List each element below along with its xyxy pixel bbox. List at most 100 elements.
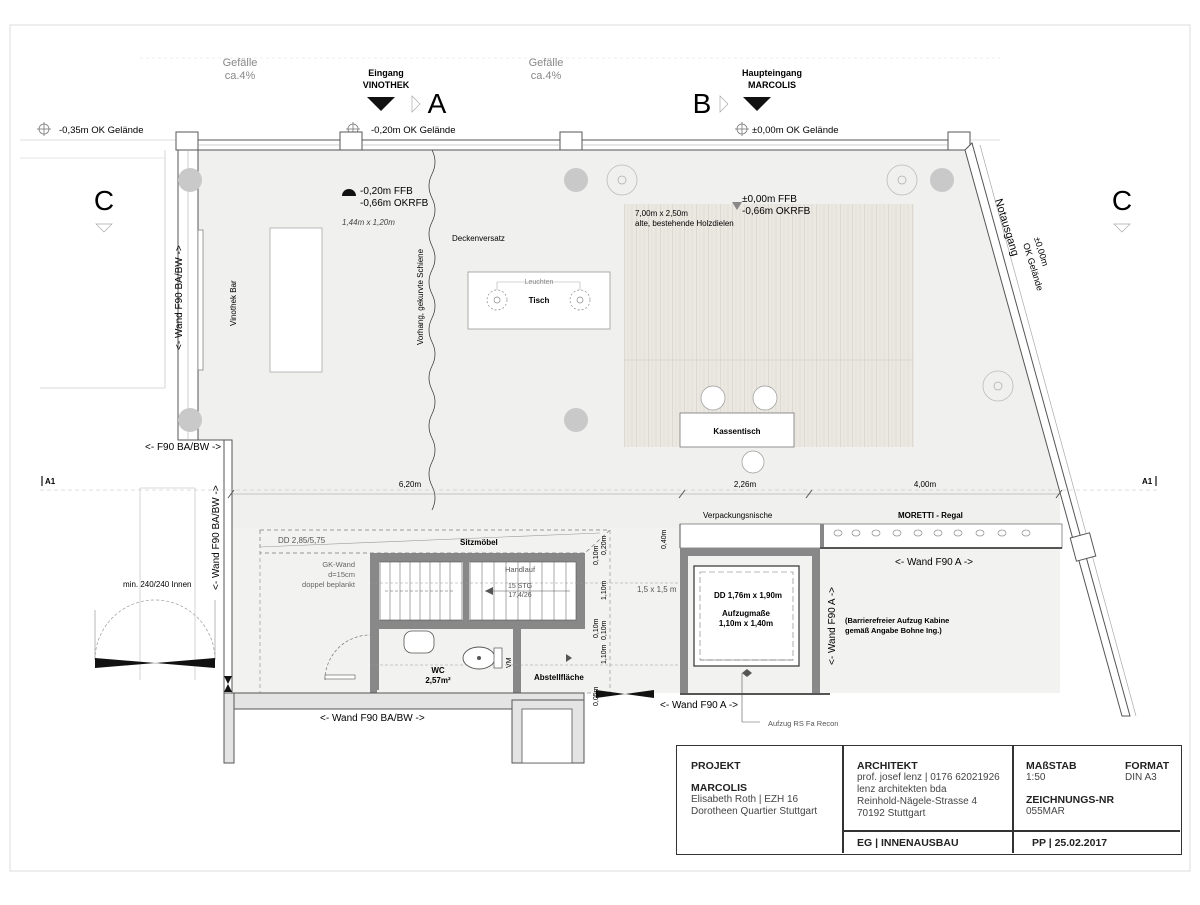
lift-door-label: DD 1,76m x 1,90m xyxy=(714,591,782,600)
table-label: Tisch xyxy=(529,296,550,305)
facade-wall-right xyxy=(964,142,1131,717)
floor-note: 7,00m x 2,50m xyxy=(635,209,688,218)
scale-block: MAßSTAB 1:50 ZEICHNUNGS-NR 055MAR xyxy=(1026,760,1114,818)
architect-heading: ARCHITEKT xyxy=(857,760,918,772)
format-value: DIN A3 xyxy=(1125,772,1157,783)
gk-wall-label: GK-Wand xyxy=(322,560,355,569)
architect-line: 70192 Stuttgart xyxy=(857,808,926,819)
dimension-label: 0,20m xyxy=(601,535,608,555)
format-heading: FORMAT xyxy=(1125,760,1170,772)
wall-f90-left xyxy=(223,439,233,694)
section-marker: A1 xyxy=(45,477,56,486)
gk-wall-label: d=15cm xyxy=(328,570,355,579)
stair-label: 17,4/26 xyxy=(508,592,531,599)
wall-label: <- Wand F90 A -> xyxy=(827,587,838,665)
gefaelle-label: Gefälle xyxy=(223,57,258,69)
column xyxy=(178,408,202,432)
gk-wall-label: doppel beplankt xyxy=(302,580,356,589)
entrance-label: VINOTHEK xyxy=(363,80,410,90)
column xyxy=(930,168,954,192)
ffb-label: -0,66m OKRFB xyxy=(360,198,429,209)
moretti-shelf xyxy=(679,523,1063,549)
bar-size-label: 1,44m x 1,20m xyxy=(342,218,395,227)
chair xyxy=(752,385,778,411)
dd-label: DD 2,85/5,75 xyxy=(278,536,326,545)
lift-size-label: Aufzugmaße xyxy=(722,609,771,618)
dimension-label: 0,40m xyxy=(661,529,668,549)
column xyxy=(178,168,202,192)
lamp-icon xyxy=(569,289,591,311)
section-letter: C xyxy=(94,185,114,216)
plan-type-label: EG | INNENAUSBAU xyxy=(857,837,959,849)
project-location: Dorotheen Quartier Stuttgart xyxy=(691,806,818,817)
wood-floor xyxy=(624,204,914,447)
project-name: MARCOLIS xyxy=(691,782,747,794)
architect-line: lenz architekten bda xyxy=(857,784,947,795)
main-entrance-label: MARCOLIS xyxy=(748,80,796,90)
dimension-label: 1,10m xyxy=(601,644,608,664)
ceiling-light-icon xyxy=(606,164,638,196)
entrance-label: Eingang xyxy=(368,68,404,78)
dimension-label: 0,10m xyxy=(593,545,600,565)
chair xyxy=(700,385,726,411)
vinothek-bar-counter xyxy=(269,227,323,373)
stair-label: 15 STG xyxy=(508,583,532,590)
lift-rs-label: Aufzug RS Fa Recon xyxy=(768,719,838,728)
level-symbol-icon xyxy=(732,202,742,210)
lamp-icon xyxy=(486,289,508,311)
packaging-niche-label: Verpackungsnische xyxy=(703,511,773,520)
sink-icon xyxy=(403,630,435,654)
dimension-label: 6,20m xyxy=(399,480,422,489)
shelf-label: MORETTI - Regal xyxy=(898,511,963,520)
project-client: Elisabeth Roth | EZH 16 xyxy=(691,794,799,805)
ceiling-light-icon xyxy=(982,370,1014,402)
door-size-label: min. 240/240 Innen xyxy=(123,580,192,589)
section-letter: C xyxy=(1112,185,1132,216)
wall-label: <- Wand F90 BA/BW -> xyxy=(174,245,185,350)
wc-label: WC xyxy=(431,666,445,675)
wall-label: <- F90 BA/BW -> xyxy=(145,442,221,453)
drawing-number-heading: ZEICHNUNGS-NR xyxy=(1026,794,1115,806)
entrance-arrow-icon xyxy=(367,97,395,111)
table xyxy=(467,271,611,330)
level-label: -0,20m OK Gelände xyxy=(371,125,456,136)
column xyxy=(564,408,588,432)
level-marker-right xyxy=(735,122,749,136)
ffb-label: ±0,00m FFB xyxy=(742,194,797,205)
vm-label: VM xyxy=(506,657,513,668)
gefaelle-value: ca.4% xyxy=(531,70,562,82)
drawing-number-value: 055MAR xyxy=(1026,806,1065,817)
ffb-label: -0,20m FFB xyxy=(360,186,413,197)
storage-label: Abstellfläche xyxy=(534,673,584,682)
cash-desk xyxy=(679,412,795,448)
lift-clear-label: 1,5 x 1,5 m xyxy=(637,585,677,594)
level-label: ±0,00m OK Gelände xyxy=(752,125,839,136)
wall-label: <- Wand F90 A -> xyxy=(895,557,973,568)
gefaelle-label: Gefälle xyxy=(529,57,564,69)
lift-shaft-wall xyxy=(680,548,820,556)
barrier-free-note: gemäß Angabe Bohne Ing.) xyxy=(845,626,942,635)
wall-label: <- Wand F90 A -> xyxy=(660,700,738,711)
curtain-rail xyxy=(428,149,436,511)
seating-label: Sitzmöbel xyxy=(460,538,498,547)
dimension-label: 0,10m xyxy=(593,618,600,638)
cash-desk-label: Kassentisch xyxy=(713,427,760,436)
level-symbol-icon xyxy=(342,189,356,196)
level-marker-left xyxy=(37,122,51,136)
section-letter: B xyxy=(693,88,712,119)
dimension-label: 0,05m xyxy=(593,686,600,706)
barrier-free-note: (Barrierefreier Aufzug Kabine xyxy=(845,616,949,625)
wall-label: <- Wand F90 BA/BW -> xyxy=(320,713,425,724)
section-letter: A xyxy=(428,88,447,119)
column xyxy=(564,168,588,192)
lift-size-label: 1,10m x 1,40m xyxy=(719,619,773,628)
scale-heading: MAßSTAB xyxy=(1026,760,1077,772)
core-wall xyxy=(370,553,585,562)
chair xyxy=(741,450,765,474)
plan-date-label: PP | 25.02.2017 xyxy=(1032,837,1108,849)
project-heading: PROJEKT xyxy=(691,760,741,772)
ffb-label: -0,66m OKRFB xyxy=(742,206,811,217)
entrance-arrow-icon xyxy=(743,97,771,111)
elevator-cabin xyxy=(693,565,800,667)
